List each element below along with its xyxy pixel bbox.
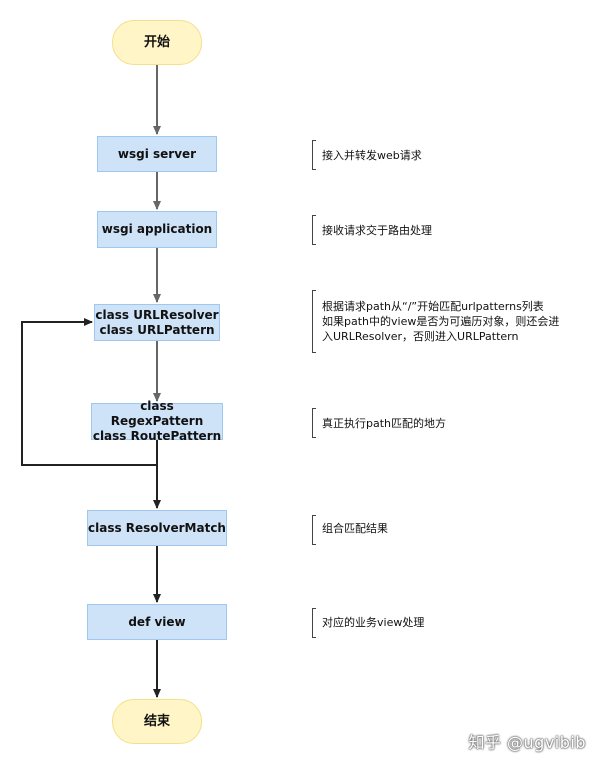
- url-resolver-node: class URLResolver class URLPattern: [94, 304, 220, 341]
- note-url-resolver: 根据请求path从“/”开始匹配urlpatterns列表 如果path中的vi…: [322, 299, 559, 344]
- note-bracket-wsgi-server: [312, 140, 316, 170]
- url-resolver-label-line2: class URLPattern: [99, 322, 215, 337]
- note-bracket-resolver-match: [312, 515, 316, 545]
- end-node: 结束: [112, 699, 202, 744]
- note-def-view: 对应的业务view处理: [322, 616, 425, 629]
- watermark: 知乎 @ugvibib: [468, 733, 586, 752]
- wsgi-application-label: wsgi application: [101, 222, 213, 236]
- def-view-label: def view: [128, 614, 186, 629]
- note-wsgi-application: 接收请求交于路由处理: [322, 224, 432, 237]
- note-resolver-match: 组合匹配结果: [322, 522, 388, 535]
- note-bracket-url-resolver: [312, 290, 316, 353]
- regex-pattern-node: class RegexPattern class RoutePattern: [91, 399, 223, 443]
- end-label: 结束: [143, 714, 170, 729]
- regex-pattern-label-line2: class RoutePattern: [92, 429, 222, 443]
- note-bracket-regex-pattern: [312, 408, 316, 438]
- note-wsgi-server: 接入并转发web请求: [322, 149, 422, 162]
- arrow-loop-back-to-urlresolver: [21, 318, 157, 466]
- wsgi-server-label: wsgi server: [117, 146, 197, 161]
- note-bracket-def-view: [312, 608, 316, 638]
- note-regex-pattern: 真正执行path匹配的地方: [322, 417, 447, 430]
- start-node: 开始: [112, 20, 202, 65]
- start-label: 开始: [143, 35, 170, 50]
- note-url-resolver-line3: 入URLResolver，否则进入URLPattern: [322, 330, 519, 343]
- def-view-node: def view: [87, 604, 227, 640]
- note-url-resolver-line1: 根据请求path从“/”开始匹配urlpatterns列表: [322, 300, 544, 313]
- note-bracket-wsgi-application: [312, 215, 316, 245]
- wsgi-server-node: wsgi server: [97, 136, 217, 172]
- wsgi-application-node: wsgi application: [97, 211, 217, 248]
- note-url-resolver-line2: 如果path中的view是否为可遍历对象，则还会进: [322, 315, 560, 328]
- url-resolver-label-line1: class URLResolver: [95, 307, 219, 322]
- regex-pattern-label-line1: class RegexPattern: [110, 399, 204, 428]
- resolver-match-node: class ResolverMatch: [87, 510, 227, 546]
- resolver-match-label: class ResolverMatch: [88, 520, 226, 535]
